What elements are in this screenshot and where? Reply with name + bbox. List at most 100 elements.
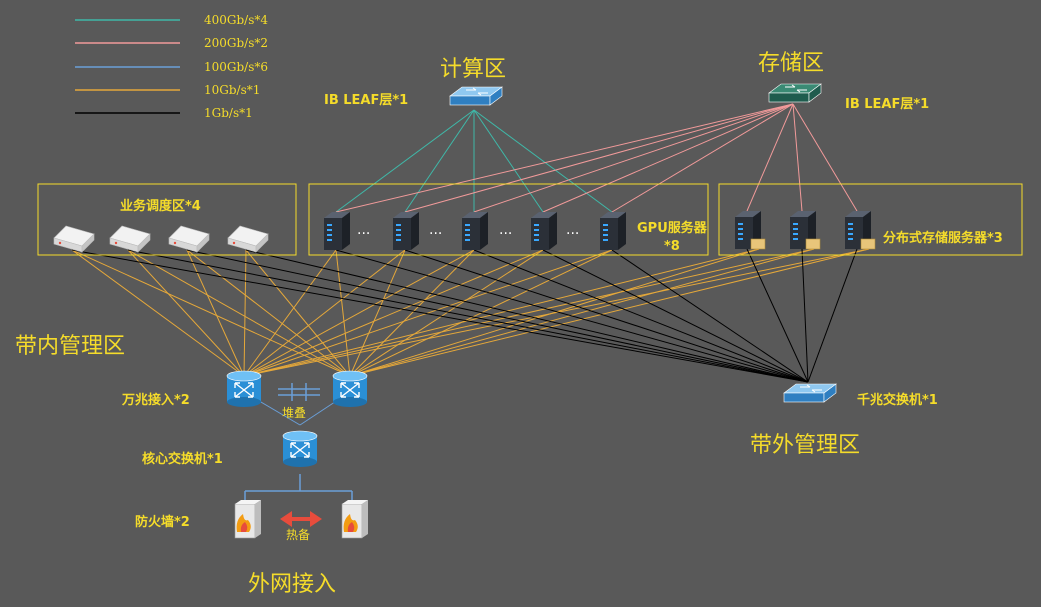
link-400g-gpu-1 (335, 109, 475, 213)
gig-switch-label: 千兆交换机*1 (857, 392, 938, 408)
link-10g-r2-biz-4 (245, 249, 351, 377)
business-server-icon (53, 225, 95, 253)
storage-servers-label: 分布式存储服务器*3 (883, 230, 1003, 246)
tengig-access-label: 万兆接入*2 (121, 392, 190, 408)
external-zone-title: 外网接入 (248, 572, 336, 597)
link-1g-gpu-4 (542, 249, 809, 383)
compute-zone-title: 计算区 (440, 57, 506, 82)
link-1g-gpu-2 (404, 249, 809, 383)
gpu-server-icon (600, 212, 626, 250)
link-1g-storage-3 (807, 248, 858, 383)
storage-server-icon (845, 211, 876, 250)
link-200g-gpu-4 (542, 103, 794, 213)
link-10g-r2-gpu-2 (349, 249, 406, 377)
gpu-ellipsis-1: ··· (357, 226, 370, 242)
legend: 400Gb/s*4 200Gb/s*2 100Gb/s*6 10Gb/s*1 1… (75, 13, 268, 120)
link-1g-biz-2 (127, 249, 809, 383)
link-10g-r1-storage-2 (243, 248, 815, 377)
gpu-label-line1: GPU服务器 (637, 220, 708, 236)
storage-server-icon (735, 211, 766, 250)
link-10g-r1-gpu-5 (243, 249, 613, 377)
link-10g-r2-storage-2 (349, 248, 815, 377)
link-1g-biz-4 (245, 249, 809, 383)
link-10g-r1-biz-1 (71, 249, 245, 377)
gpu-server-icon (462, 212, 488, 250)
gpu-server-icon (324, 212, 350, 250)
link-10g-r1-biz-4 (243, 249, 247, 377)
hot-standby-label: 热备 (286, 528, 310, 542)
link-10g-r2-storage-1 (349, 248, 760, 377)
gpu-ellipsis-3: ··· (499, 226, 512, 242)
link-200g-storage-2 (792, 103, 803, 212)
ib-leaf-compute-label: IB LEAF层*1 (324, 93, 408, 108)
business-server-icon (109, 225, 151, 253)
link-10g-r1-biz-3 (186, 249, 245, 377)
business-server-icon (168, 225, 210, 253)
gpu-ellipsis-4: ··· (566, 226, 579, 242)
link-1g-storage-2 (801, 248, 809, 383)
link-10g-r2-gpu-3 (349, 249, 475, 377)
link-10g-r1-gpu-4 (243, 249, 544, 377)
link-200g-storage-1 (746, 103, 794, 212)
ib-leaf-compute-switch-icon (449, 86, 503, 106)
legend-label-400g: 400Gb/s*4 (204, 13, 268, 27)
gpu-server-icon (531, 212, 557, 250)
legend-label-200g: 200Gb/s*2 (204, 36, 268, 50)
ib-leaf-storage-switch-icon (768, 83, 822, 103)
tengig-router-icon (332, 370, 368, 407)
hot-standby-arrow-icon (280, 511, 322, 527)
connection-lines (71, 103, 870, 426)
link-200g-gpu-5 (611, 103, 794, 213)
link-10g-r1-gpu-1 (243, 249, 337, 377)
link-1g-biz-3 (186, 249, 809, 383)
firewall-label: 防火墙*2 (135, 514, 190, 530)
core-switch-label: 核心交换机*1 (142, 451, 223, 467)
gpu-ellipsis-2: ··· (429, 226, 442, 242)
link-200g-gpu-2 (404, 103, 794, 213)
business-server-icon (227, 225, 269, 253)
link-10g-r1-gpu-3 (243, 249, 475, 377)
link-1g-biz-1 (71, 249, 809, 383)
link-10g-r2-biz-1 (71, 249, 351, 377)
link-10g-r2-storage-3 (349, 248, 870, 377)
link-400g-gpu-5 (473, 109, 613, 213)
link-10g-r1-storage-1 (243, 248, 760, 377)
link-1g-gpu-5 (611, 249, 809, 383)
core-switch-icon (282, 430, 318, 467)
business-zone-label: 业务调度区*4 (120, 198, 201, 214)
storage-zone-title: 存储区 (758, 51, 824, 76)
devices (53, 83, 876, 539)
gpu-label-line2: *8 (664, 239, 680, 254)
legend-label-1g: 1Gb/s*1 (204, 106, 253, 120)
link-10g-r2-biz-3 (186, 249, 351, 377)
gpu-server-icon (393, 212, 419, 250)
firewall-icon (234, 500, 261, 539)
storage-zone-box (718, 183, 1023, 256)
gpu-zone-box (308, 183, 709, 256)
legend-label-100g: 100Gb/s*6 (204, 60, 268, 74)
inband-zone-title: 带内管理区 (15, 334, 125, 359)
link-10g-r1-biz-2 (127, 249, 245, 377)
stack-link-symbol (278, 383, 320, 401)
link-10g-r2-gpu-1 (335, 249, 351, 377)
storage-server-icon (790, 211, 821, 250)
legend-label-10g: 10Gb/s*1 (204, 83, 260, 97)
link-10g-r1-gpu-2 (243, 249, 406, 377)
outband-zone-title: 带外管理区 (750, 433, 860, 458)
link-1g-storage-1 (746, 248, 809, 383)
link-400g-gpu-2 (404, 109, 475, 213)
stack-label: 堆叠 (282, 406, 306, 420)
gig-switch-icon (783, 383, 837, 403)
link-10g-r1-storage-3 (243, 248, 870, 377)
firewall-bus (244, 474, 353, 503)
link-10g-r2-biz-2 (127, 249, 351, 377)
firewall-icon (341, 500, 368, 539)
link-200g-gpu-1 (335, 103, 794, 213)
business-zone-box (37, 183, 297, 256)
link-200g-storage-3 (792, 103, 858, 212)
link-1g-gpu-1 (335, 249, 809, 383)
ib-leaf-storage-label: IB LEAF层*1 (845, 97, 929, 112)
link-200g-gpu-3 (473, 103, 794, 213)
tengig-router-icon (226, 370, 262, 407)
